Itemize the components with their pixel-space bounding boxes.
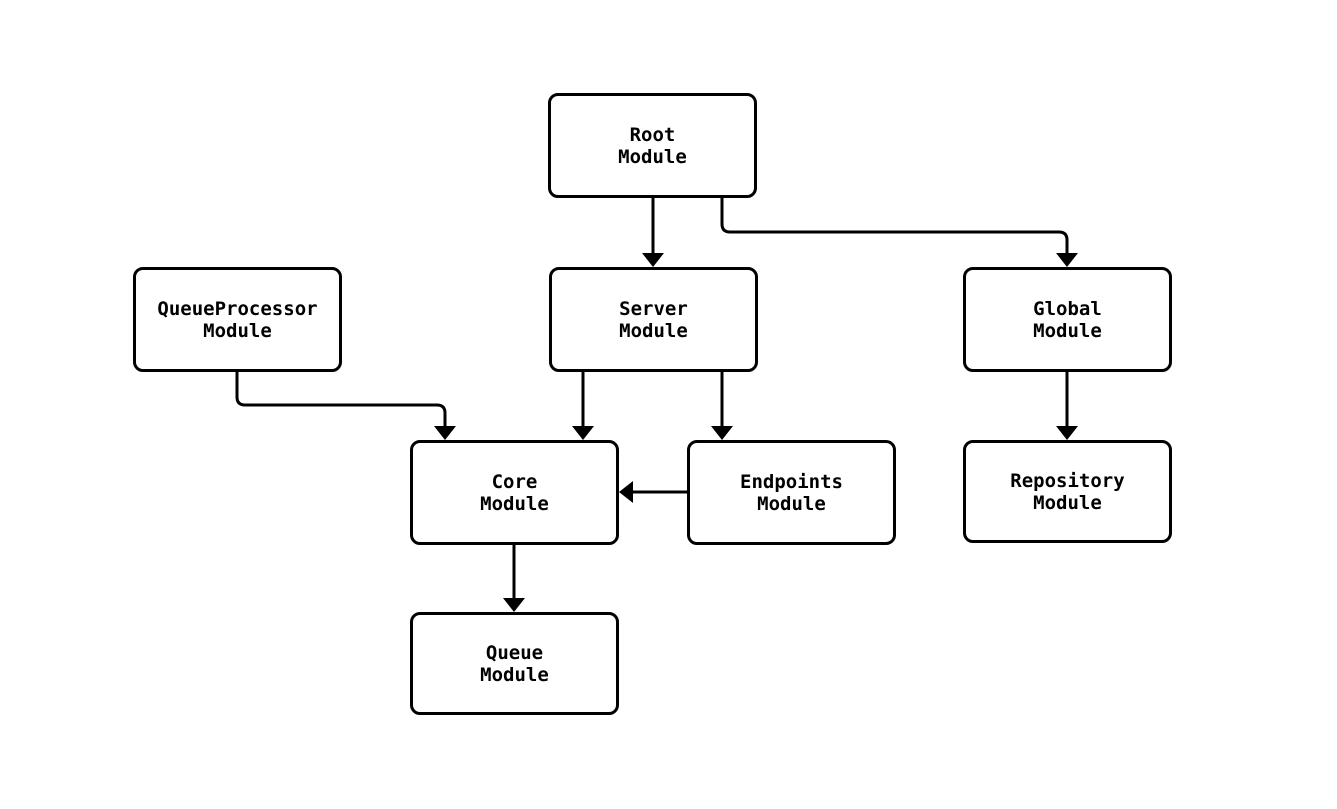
node-label: Server xyxy=(619,297,688,320)
edge-server-to-core xyxy=(572,372,594,440)
node-label: Root xyxy=(629,123,676,146)
node-label: Module xyxy=(1033,319,1102,342)
node-queueprocessor-module: QueueProcessor Module xyxy=(133,267,342,372)
node-label: Core xyxy=(491,470,538,493)
node-global-module: Global Module xyxy=(963,267,1172,372)
node-label: Queue xyxy=(485,641,544,664)
node-label: Module xyxy=(480,663,549,686)
edge-queueprocessor-to-core xyxy=(235,372,456,440)
node-label: Global xyxy=(1033,297,1102,320)
node-repository-module: Repository Module xyxy=(963,440,1172,543)
node-label: Repository xyxy=(1010,469,1125,492)
node-label: Module xyxy=(1033,491,1102,514)
node-label: Module xyxy=(619,319,688,342)
node-server-module: Server Module xyxy=(549,267,758,372)
edge-global-to-repository xyxy=(1056,372,1078,440)
node-label: Module xyxy=(203,319,272,342)
node-root-module: Root Module xyxy=(548,93,757,198)
node-core-module: Core Module xyxy=(410,440,619,545)
edge-root-to-server xyxy=(642,198,664,267)
node-label: QueueProcessor xyxy=(157,297,318,320)
node-label: Module xyxy=(480,492,549,515)
node-queue-module: Queue Module xyxy=(410,612,619,715)
edge-root-to-global xyxy=(720,198,1078,267)
node-endpoints-module: Endpoints Module xyxy=(687,440,896,545)
edge-endpoints-to-core xyxy=(619,481,687,503)
node-label: Module xyxy=(618,145,687,168)
node-label: Module xyxy=(757,492,826,515)
node-label: Endpoints xyxy=(740,470,843,493)
edge-server-to-endpoints xyxy=(711,372,733,440)
edge-core-to-queue xyxy=(503,545,525,612)
